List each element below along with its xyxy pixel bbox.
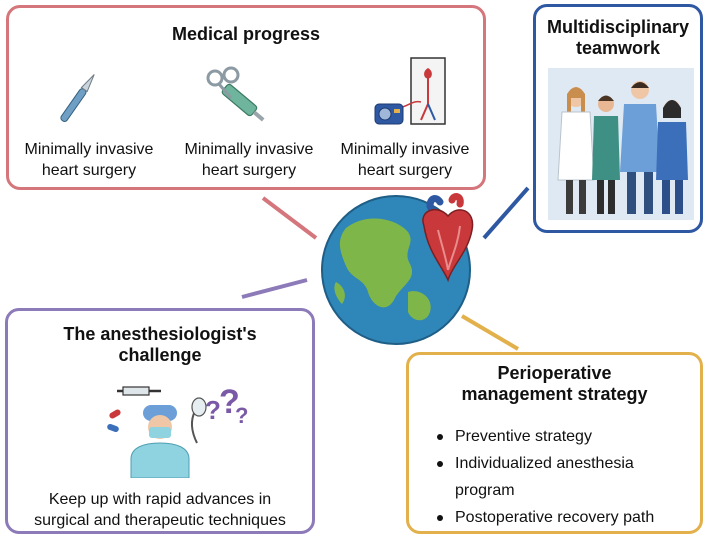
connector-team [482,186,530,240]
teamwork-title: Multidisciplinary teamwork [536,17,700,59]
svg-text:?: ? [205,395,221,425]
anesth-title-line1: The anesthesiologist's [63,324,257,344]
ecmo-machine-icon [374,57,446,125]
medical-item-2-line2: heart surgery [201,162,297,179]
svg-text:?: ? [219,383,240,421]
scalpel-icon [60,74,95,122]
teamwork-title-line2: teamwork [575,38,661,58]
anesthesiologist-challenge-panel: The anesthesiologist's challenge ? ? ? K… [5,308,315,534]
medical-item-3-line1: Minimally invasive [340,141,470,158]
globe-with-heart-illustration [321,193,474,345]
anesth-title: The anesthesiologist's challenge [8,324,312,366]
medical-item-3-caption: Minimally invasive heart surgery [325,139,485,181]
medical-item-1-line2: heart surgery [41,162,137,179]
medical-item-2-line1: Minimally invasive [184,141,314,158]
periop-item-preventive: Preventive strategy [437,423,654,450]
periop-item-individualized-cont: program [455,482,515,499]
connector-medical [261,196,318,240]
anesth-caption-line2: surgical and therapeutic techniques [34,512,286,529]
periop-item-recovery: Postoperative recovery path [437,504,654,531]
medical-item-2-caption: Minimally invasive heart surgery [169,139,329,181]
periop-item-individualized: Individualized anesthesia [437,450,654,477]
periop-title-line1: Perioperative [497,363,612,383]
teamwork-panel: Multidisciplinary teamwork [533,4,703,233]
connector-anesth [241,278,308,299]
perioperative-strategy-panel: Perioperative management strategy Preven… [406,352,703,534]
anesth-title-line2: challenge [118,345,202,365]
anesth-caption-line1: Keep up with rapid advances in [48,491,272,508]
medical-item-3-line2: heart surgery [357,162,453,179]
periop-title-line2: management strategy [461,384,648,404]
surgical-stapler-icon [206,66,265,122]
medical-item-1-line1: Minimally invasive [24,141,154,158]
periop-bullet-list: Preventive strategy Individualized anest… [437,423,654,531]
anesthesiologist-with-question-marks-illustration: ? ? ? [107,383,248,478]
medical-team-illustration [548,68,694,220]
teamwork-title-line1: Multidisciplinary [546,17,690,37]
connector-periop [460,314,520,351]
periop-title: Perioperative management strategy [409,363,700,405]
medical-item-1-caption: Minimally invasive heart surgery [9,139,169,181]
svg-text:?: ? [235,403,248,428]
medical-progress-title: Medical progress [171,24,321,44]
medical-progress-panel: Medical progress Minimally invasive hear… [6,5,486,190]
anesth-caption: Keep up with rapid advances in surgical … [8,489,312,531]
